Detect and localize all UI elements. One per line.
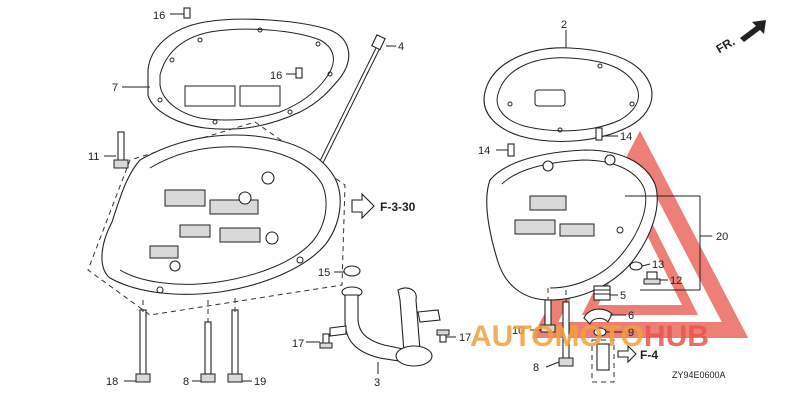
- front-direction-arrow: [740, 20, 766, 42]
- dowel-pin-left: [507, 143, 515, 157]
- watermark-hub: HUB: [644, 320, 709, 353]
- callout-20: 20: [716, 231, 728, 243]
- long-bolt-part-8-left: [200, 321, 216, 383]
- bolt-part-17-right: [436, 329, 450, 343]
- callout-17-right: 17: [459, 332, 471, 344]
- watermark-moto: MOTO: [554, 320, 643, 353]
- watermark-text: AUTOMOTOHUB: [470, 320, 709, 353]
- oil-pan-upper-assembly: [87, 121, 346, 316]
- callout-14-right: 14: [620, 131, 632, 143]
- callout-7: 7: [112, 82, 118, 94]
- fitting-f4: [591, 339, 637, 383]
- bolt-part-17-left: [319, 333, 333, 349]
- callout-13: 13: [652, 259, 664, 271]
- leader-lines: [104, 13, 668, 382]
- reference-label-f4: F-4: [640, 348, 658, 362]
- callout-18: 18: [106, 376, 118, 388]
- callout-8-left: 8: [183, 376, 189, 388]
- dipstick-part-4: [317, 34, 386, 168]
- callout-12: 12: [670, 275, 682, 287]
- callout-8-right: 8: [533, 362, 539, 374]
- dowel-pin-upper: [183, 7, 191, 19]
- callout-6: 6: [628, 310, 634, 322]
- callout-4: 4: [398, 41, 404, 53]
- o-ring-part-15: [343, 265, 361, 277]
- callout-3: 3: [374, 377, 380, 389]
- diagram-code: ZY94E0600A: [672, 370, 726, 380]
- long-bolt-part-18: [135, 309, 151, 383]
- oil-pan-lower-part-20: [486, 149, 658, 301]
- callout-9: 9: [628, 327, 634, 339]
- callout-14-left: 14: [478, 145, 490, 157]
- gasket-lower-part-2: [483, 47, 653, 143]
- callout-10: 10: [512, 325, 524, 337]
- callout-16-bottom: 16: [270, 70, 282, 82]
- watermark-auto: AUTO: [470, 320, 554, 353]
- callout-2: 2: [561, 19, 567, 31]
- callout-19: 19: [254, 376, 266, 388]
- dowel-pin-lower: [295, 67, 303, 79]
- filter-part-5: [593, 285, 611, 301]
- orientation-label: FR.: [714, 34, 738, 56]
- oil-strainer-part-3: [329, 286, 441, 367]
- gasket-upper-part-7: [147, 18, 350, 130]
- washer-part-13: [629, 261, 643, 271]
- callout-5: 5: [620, 290, 626, 302]
- plug-part-12: [643, 271, 661, 285]
- long-bolt-part-19: [227, 309, 243, 383]
- callout-15: 15: [318, 267, 330, 279]
- callout-11: 11: [88, 151, 99, 163]
- callout-16-top: 16: [153, 10, 165, 22]
- callout-17-left: 17: [292, 338, 304, 350]
- reference-arrow-f330: [351, 192, 375, 220]
- reference-label-f330: F-3-30: [380, 200, 416, 214]
- clamp-part-6: [583, 308, 613, 326]
- bolt-part-11: [113, 131, 129, 169]
- dowel-pin-right: [595, 127, 603, 141]
